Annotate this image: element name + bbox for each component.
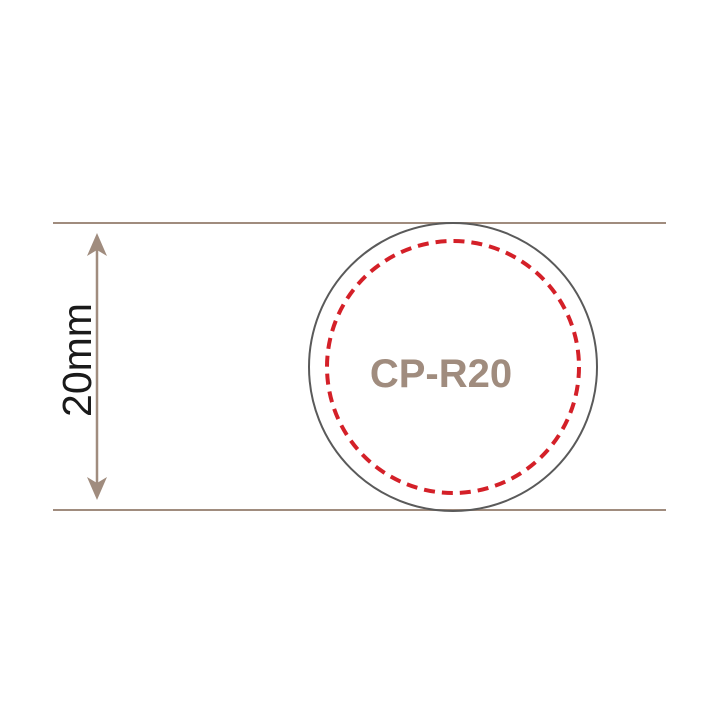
dashed-cut-circle bbox=[325, 239, 581, 495]
outer-circle bbox=[308, 222, 598, 512]
arrow-up-head-icon bbox=[87, 233, 107, 256]
product-code-label: CP-R20 bbox=[370, 352, 512, 396]
arrow-down-head-icon bbox=[87, 477, 107, 500]
dimension-label: 20mm bbox=[54, 303, 100, 417]
dimension-arrow bbox=[87, 233, 107, 500]
